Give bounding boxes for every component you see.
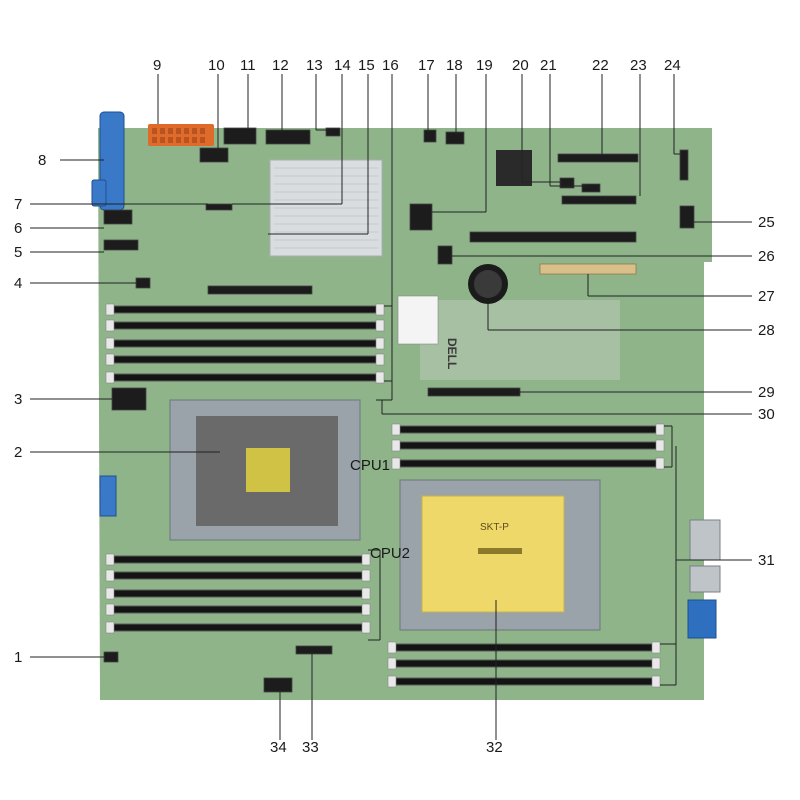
callout-34: 34 bbox=[270, 739, 287, 756]
coin-battery bbox=[474, 270, 502, 298]
connector-6 bbox=[103, 209, 133, 225]
callout-9: 9 bbox=[153, 57, 161, 74]
callout-18: 18 bbox=[446, 57, 463, 74]
connector-4 bbox=[135, 277, 151, 289]
connector-19 bbox=[409, 203, 433, 231]
blue-clip-left bbox=[99, 475, 117, 517]
rear-usb-port bbox=[689, 565, 721, 593]
callout-5: 5 bbox=[14, 244, 22, 261]
pcie-slot-22 bbox=[557, 153, 639, 163]
bmc-chip bbox=[496, 150, 532, 186]
callout-numbers: 1 2 3 4 5 6 7 8 9 10 11 12 13 14 15 16 1… bbox=[14, 57, 775, 756]
callout-26: 26 bbox=[758, 248, 775, 265]
connector-33 bbox=[295, 645, 333, 655]
callout-21: 21 bbox=[540, 57, 557, 74]
callout-8: 8 bbox=[38, 152, 46, 169]
callout-6: 6 bbox=[14, 220, 22, 237]
callout-7: 7 bbox=[14, 196, 22, 213]
callout-17: 17 bbox=[418, 57, 435, 74]
callout-28: 28 bbox=[758, 322, 775, 339]
internal-slot-16 bbox=[207, 285, 313, 295]
brand-mark: DELL bbox=[445, 338, 459, 369]
connector-7 bbox=[205, 203, 233, 211]
connector-21 bbox=[581, 183, 601, 193]
power-connector-pins bbox=[152, 128, 205, 143]
callout-32: 32 bbox=[486, 739, 503, 756]
rear-serial-port bbox=[687, 599, 717, 639]
connector-11 bbox=[223, 127, 257, 145]
connector-29 bbox=[427, 387, 521, 397]
rear-network-port bbox=[689, 519, 721, 561]
board-silkscreen-area bbox=[420, 300, 620, 380]
callout-15: 15 bbox=[358, 57, 375, 74]
connector-5 bbox=[103, 239, 139, 251]
callout-23: 23 bbox=[630, 57, 647, 74]
callout-12: 12 bbox=[272, 57, 289, 74]
cpu1-socket-center bbox=[246, 448, 290, 492]
blue-lever-tab bbox=[91, 179, 107, 207]
callout-22: 22 bbox=[592, 57, 609, 74]
callout-25: 25 bbox=[758, 214, 775, 231]
callout-27: 27 bbox=[758, 288, 775, 305]
connector-25 bbox=[679, 205, 695, 229]
callout-14: 14 bbox=[334, 57, 351, 74]
callout-3: 3 bbox=[14, 391, 22, 408]
pcie-riser-slot bbox=[469, 231, 637, 243]
board-label-sticker bbox=[397, 295, 439, 345]
heatsink-fins bbox=[274, 167, 378, 249]
connector-24 bbox=[679, 149, 689, 181]
dimm-bank-cpu2-upper bbox=[391, 423, 665, 470]
leader-lines bbox=[30, 74, 752, 740]
connector-13 bbox=[325, 127, 341, 137]
callout-29: 29 bbox=[758, 384, 775, 401]
callout-33: 33 bbox=[302, 739, 319, 756]
connector-1 bbox=[103, 651, 119, 663]
callout-10: 10 bbox=[208, 57, 225, 74]
pcie-slot-23 bbox=[561, 195, 637, 205]
callout-20: 20 bbox=[512, 57, 529, 74]
socket-cover-title: SKT-P bbox=[480, 522, 509, 533]
connector-18 bbox=[445, 131, 465, 145]
dimm-bank-cpu2-lower bbox=[387, 641, 661, 688]
cpu2-silkscreen: CPU2 bbox=[370, 545, 410, 562]
dimm-bank-cpu1-lower bbox=[105, 553, 371, 634]
callout-1: 1 bbox=[14, 649, 22, 666]
callout-11: 11 bbox=[240, 57, 256, 74]
callout-4: 4 bbox=[14, 275, 22, 292]
callout-24: 24 bbox=[664, 57, 681, 74]
callout-2: 2 bbox=[14, 444, 22, 461]
callout-13: 13 bbox=[306, 57, 323, 74]
connector-27 bbox=[539, 263, 637, 275]
callout-30: 30 bbox=[758, 406, 775, 423]
dimm-bank-cpu1-upper bbox=[105, 303, 385, 384]
connector-34 bbox=[263, 677, 293, 693]
connector-26 bbox=[437, 245, 453, 265]
callout-19: 19 bbox=[476, 57, 493, 74]
callout-16: 16 bbox=[382, 57, 399, 74]
cpu1-silkscreen: CPU1 bbox=[350, 457, 390, 474]
connector-10 bbox=[199, 147, 229, 163]
connector-17 bbox=[423, 129, 437, 143]
connector-12 bbox=[265, 129, 311, 145]
callout-31: 31 bbox=[758, 552, 775, 569]
cpu2-cover-handle bbox=[478, 548, 522, 554]
connector-20 bbox=[559, 177, 575, 189]
connector-3 bbox=[111, 387, 147, 411]
